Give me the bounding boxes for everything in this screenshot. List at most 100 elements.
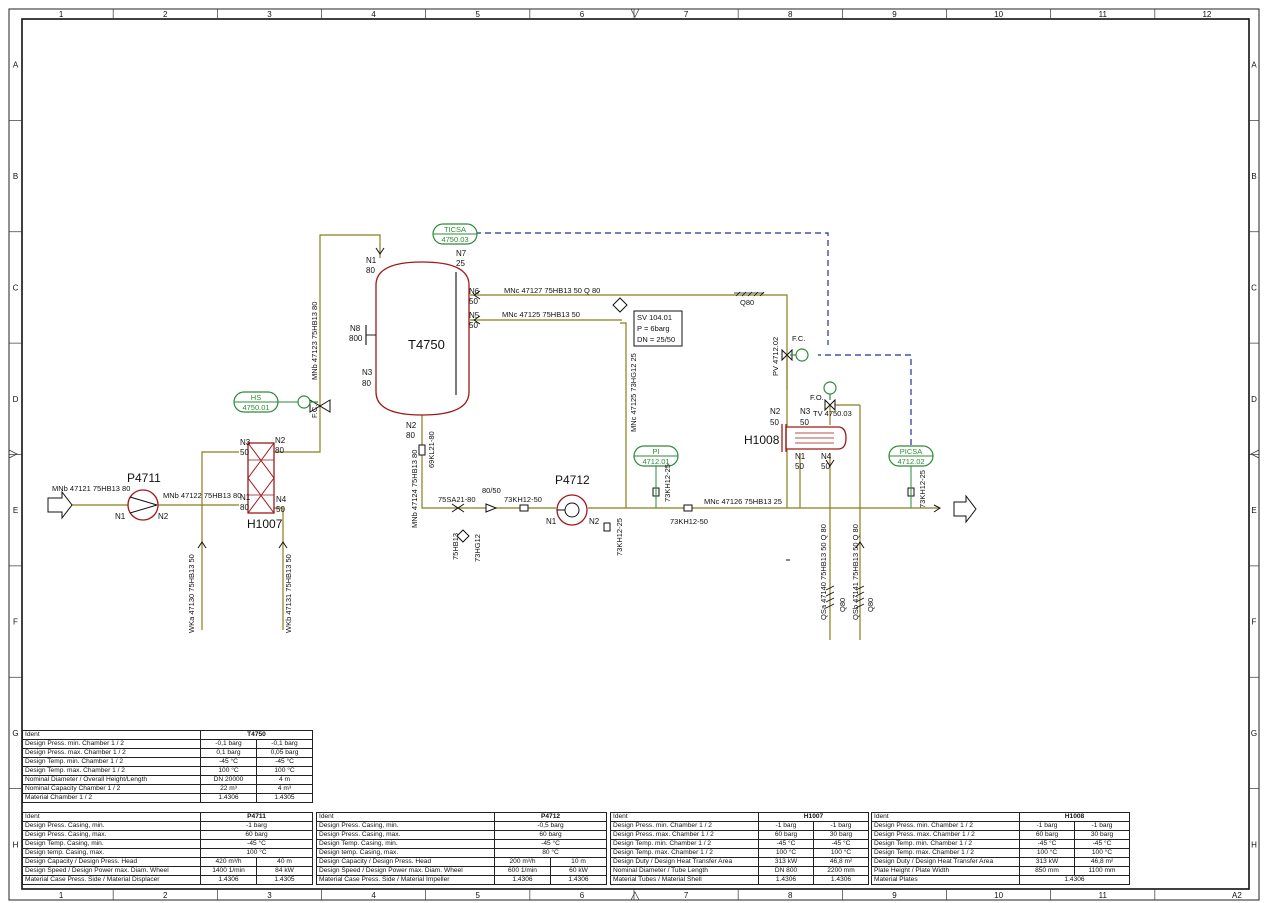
sv-dn: DN = 25/50 [637,335,675,344]
zone-row-left-F: F [13,618,18,627]
zone-col-bottom-9: 9 [892,891,897,900]
valve-73kh-b [683,504,693,512]
zone-row-left-C: C [13,283,19,292]
signal-picsa [818,354,912,455]
control-valve-fc [309,399,331,413]
fo-label: F.O. [810,393,824,402]
zone-row-right-F: F [1252,618,1257,627]
inlet-arrow [47,490,73,520]
frame-grid [8,8,1260,901]
label-47140: QSa 47140 75HB13 50 Q 80 [819,524,828,620]
sv-diamond [612,297,628,313]
zone-row-right-G: G [1251,729,1257,738]
svg-text:50: 50 [469,297,478,306]
small-arrows [197,247,941,561]
label-69kl: 69KL21-80 [427,431,436,468]
zone-col-bottom-6: 6 [580,891,585,900]
zone-col-bottom-10: 10 [994,891,1003,900]
instrument-hs[interactable] [233,391,298,413]
svg-text:80: 80 [240,503,249,512]
valve-75sa [451,503,465,513]
svg-text:N1: N1 [366,256,377,265]
zone-col-bottom-11: 11 [1099,891,1108,900]
svg-text:N1: N1 [546,517,557,526]
label-73kh-d: 73KH12-25 [663,464,672,502]
svg-text:N4: N4 [821,452,832,461]
svg-text:80: 80 [406,431,415,440]
zone-row-left-E: E [13,506,18,515]
svg-text:N3: N3 [240,438,251,447]
svg-text:N1: N1 [115,512,126,521]
svg-text:N2: N2 [406,421,417,430]
zone-col-top-10: 10 [994,10,1003,19]
zone-col-top-4: 4 [371,10,376,19]
hx-h1007[interactable] [247,442,275,514]
outlet-arrow [953,494,977,524]
inner-frame [21,18,1250,890]
reducer [485,503,498,513]
instrument-picsa[interactable] [888,445,934,508]
zone-row-left-H: H [13,840,19,849]
zone-col-top-1: 1 [59,10,64,19]
diamond-filter [456,529,470,543]
signal-lines [475,232,912,455]
instrument-pi[interactable] [633,445,679,508]
label-q80-a: Q80 [740,298,754,307]
label-47126: MNc 47126 75HB13 25 [704,497,782,506]
zone-col-top-6: 6 [580,10,585,19]
svg-text:N3: N3 [362,368,373,377]
zone-row-right-A: A [1251,61,1257,70]
svg-text:N2: N2 [275,436,286,445]
label-73kh-c: 73KH12-25 [615,518,624,556]
flow-arrows [47,490,977,524]
svg-text:N3: N3 [800,407,811,416]
zone-col-bottom-4: 4 [371,891,376,900]
svg-text:50: 50 [795,462,804,471]
pv-fc-label: F.C. [792,334,805,343]
ticsa-no: 4750.03 [441,235,468,244]
zone-row-right-D: D [1251,395,1257,404]
label-q80-c: Q80 [866,598,875,612]
zone-col-top-9: 9 [892,10,897,19]
tv-label: TV 4750.03 [813,409,852,418]
label-73kh-e: 73KH12-25 [918,470,927,508]
svg-text:50: 50 [469,321,478,330]
label-47125: MNc 47125 75HB13 50 [502,310,580,319]
pi-no: 4712.01 [642,457,669,466]
label-47124: MNb 47124 75HB13 80 [410,450,419,528]
svg-text:N1: N1 [240,493,251,502]
pump-p4711-label: P4711 [127,471,161,485]
svg-text:80: 80 [275,446,284,455]
line-47131 [274,507,284,630]
label-q80-b: Q80 [838,598,847,612]
label-47127: MNc 47127 75HB13 50 Q 80 [504,286,600,295]
label-47123: MNb 47123 75HB13 80 [310,302,319,380]
svg-text:N8: N8 [350,324,361,333]
ticsa-tag: TICSA [444,225,466,234]
label-47121: MNb 47121 75HB13 80 [52,484,130,493]
sv-tag: SV 104.01 [637,313,672,322]
label-47122: MNb 47122 75HB13 80 [163,491,241,500]
zone-col-top-3: 3 [267,10,272,19]
svg-text:N2: N2 [589,517,600,526]
svg-text:80: 80 [366,266,375,275]
tank-t4750[interactable] [365,261,470,416]
pump-p4712[interactable] [556,494,588,526]
label-reducer: 80/50 [482,486,501,495]
actuators [297,348,837,409]
hx-h1008[interactable] [781,424,847,452]
svg-text:50: 50 [240,448,249,457]
line-47123 [274,234,381,453]
instrument-ticsa[interactable] [432,223,478,245]
label-47141: QSb 47141 75HB13 50 Q 80 [851,524,860,620]
zone-col-bottom-1: 1 [59,891,64,900]
svg-text:N2: N2 [770,407,781,416]
pump-p4711[interactable] [127,489,159,521]
label-spec-b: 73HG12 [473,534,482,562]
svg-text:N2: N2 [158,512,169,521]
zone-col-top-5: 5 [476,10,481,19]
valve-73kh-c [603,522,611,532]
picsa-tag: PICSA [900,447,923,456]
